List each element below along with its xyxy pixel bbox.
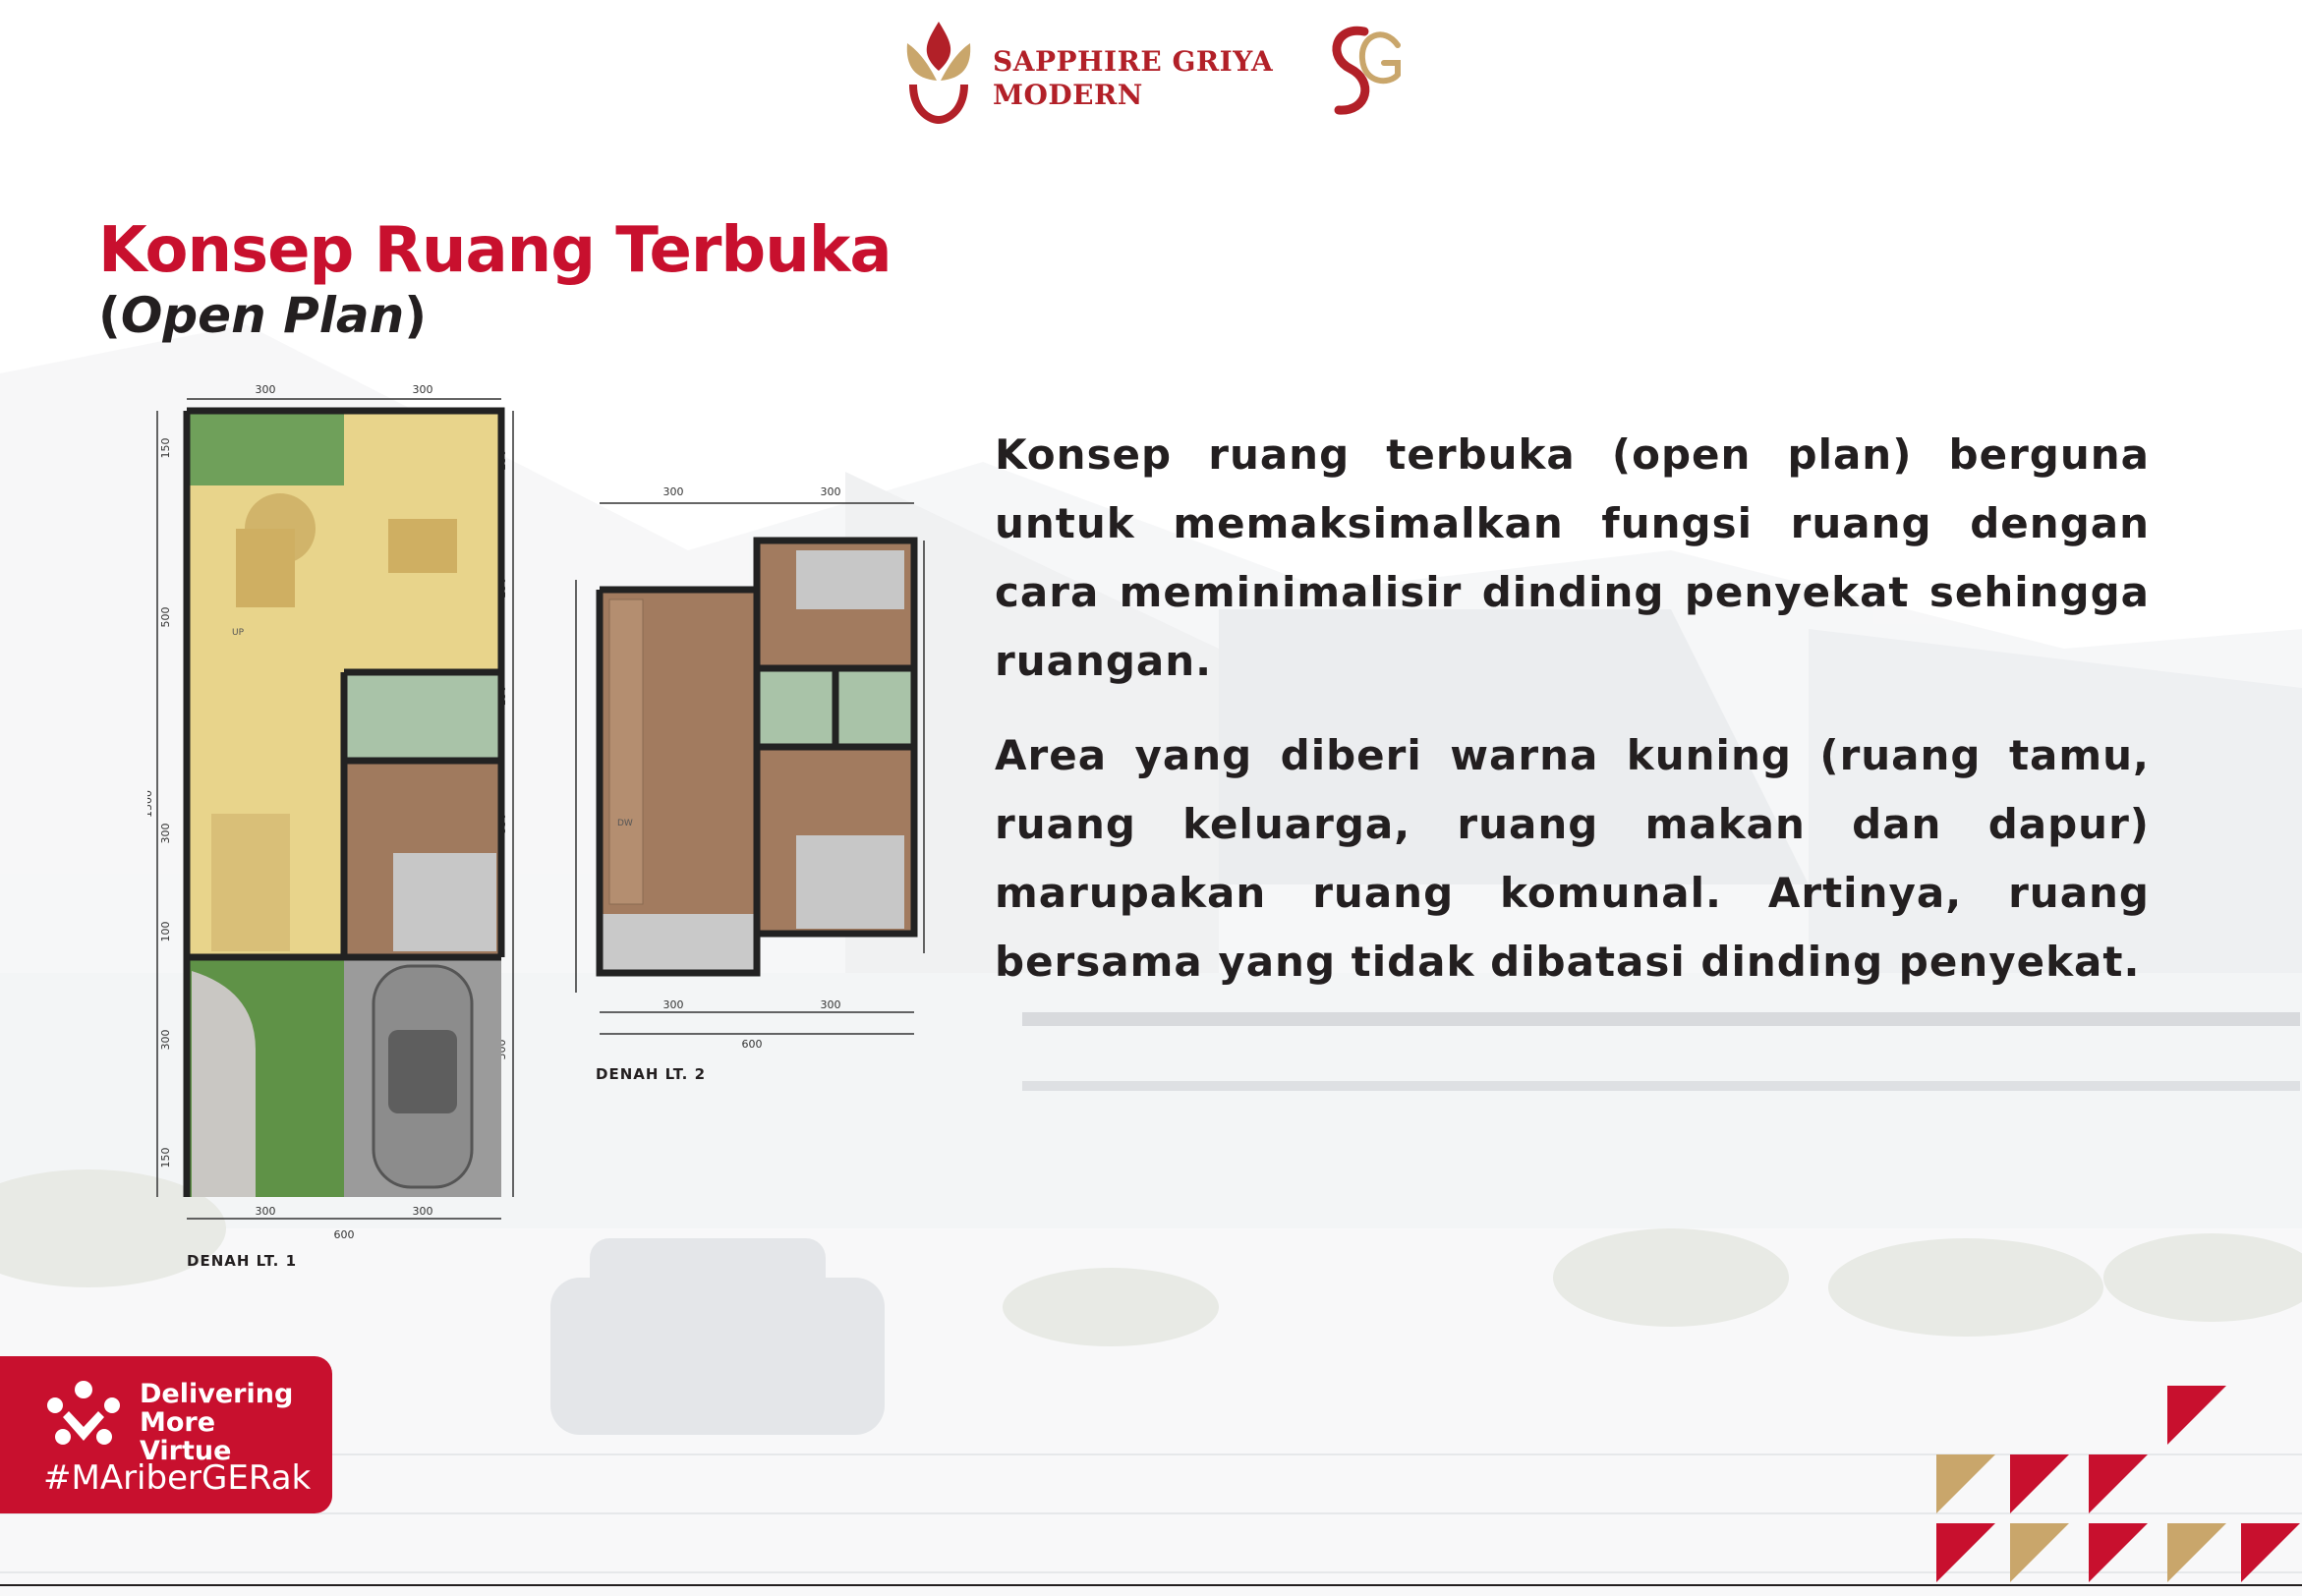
badge-hashtag: #MAriberGERak xyxy=(43,1458,312,1498)
lt2-dim-top-1: 300 xyxy=(663,485,684,498)
brand-name-line1: SAPPHIRE GRIYA xyxy=(993,45,1274,78)
lt2-dim-bottom-1: 300 xyxy=(663,998,684,1011)
lt2-stair-note: DW xyxy=(617,819,633,828)
lt1-dim-bottom-2: 300 xyxy=(413,1205,433,1218)
floor-plan-lt1-label: DENAH LT. 1 xyxy=(187,1252,298,1270)
badge-line-1: Delivering xyxy=(140,1379,294,1409)
lt1-dim-left-4: 100 xyxy=(159,922,172,942)
lt1-dim-bottom-1: 300 xyxy=(256,1205,276,1218)
brand-name: SAPPHIRE GRIYA MODERN xyxy=(993,45,1273,112)
lt1-dim-top-2: 300 xyxy=(413,383,433,396)
subtitle-open-paren: ( xyxy=(98,287,121,344)
page-title: Konsep Ruang Terbuka xyxy=(98,214,892,287)
subtitle-close-paren: ) xyxy=(404,287,428,344)
lt1-dim-left-1: 150 xyxy=(159,438,172,459)
floor-plan-lt2-label: DENAH LT. 2 xyxy=(596,1065,707,1083)
lt1-dim-total: 600 xyxy=(334,1228,355,1241)
lt1-dim-left-6: 150 xyxy=(159,1148,172,1168)
decorative-triangles xyxy=(1936,1386,2300,1582)
floor-plan-lt2: 300 300 300 300 600 600 100 250 150 350 … xyxy=(570,485,925,1051)
lt1-dim-left-3: 300 xyxy=(159,824,172,844)
badge-line-2: More xyxy=(140,1407,216,1438)
footer-divider xyxy=(0,1584,2302,1586)
lt2-dim-total: 600 xyxy=(742,1038,763,1051)
lt1-dim-left-5: 300 xyxy=(159,1030,172,1051)
sapphire-lotus-logo-icon xyxy=(906,22,971,124)
page-subtitle: (Open Plan) xyxy=(98,287,427,344)
subtitle-open-plan: Open Plan xyxy=(120,287,405,344)
description-paragraph-2: Area yang diberi warna kuning (ruang tam… xyxy=(995,731,2150,986)
virtue-badge: Delivering More Virtue #MAriberGERak xyxy=(0,1356,332,1513)
lt2-dim-left-1: 600 xyxy=(570,737,573,758)
lt2-dim-top-2: 300 xyxy=(821,485,841,498)
lt2-dim-left-2: 100 xyxy=(570,924,573,944)
brand-header: SAPPHIRE GRIYA MODERN xyxy=(885,10,1435,138)
brand-name-line2: MODERN xyxy=(993,79,1143,111)
people-circle-icon xyxy=(47,1381,120,1445)
lt1-stair-note: UP xyxy=(232,628,245,638)
lt1-dim-top-1: 300 xyxy=(256,383,276,396)
lt2-dim-bottom-2: 300 xyxy=(821,998,841,1011)
sg-monogram-logo-icon xyxy=(1332,26,1401,115)
description-text: Konsep ruang terbuka (open plan) berguna… xyxy=(995,421,2150,1022)
description-paragraph-1: Konsep ruang terbuka (open plan) berguna… xyxy=(995,430,2150,685)
lt1-dim-left-2: 500 xyxy=(159,607,172,628)
badge-line-3: Virtue xyxy=(140,1436,232,1466)
floor-plan-lt1: 300 300 300 300 600 150 500 300 100 300 … xyxy=(147,383,514,1241)
lt1-dim-left-total: 1500 xyxy=(147,790,154,818)
